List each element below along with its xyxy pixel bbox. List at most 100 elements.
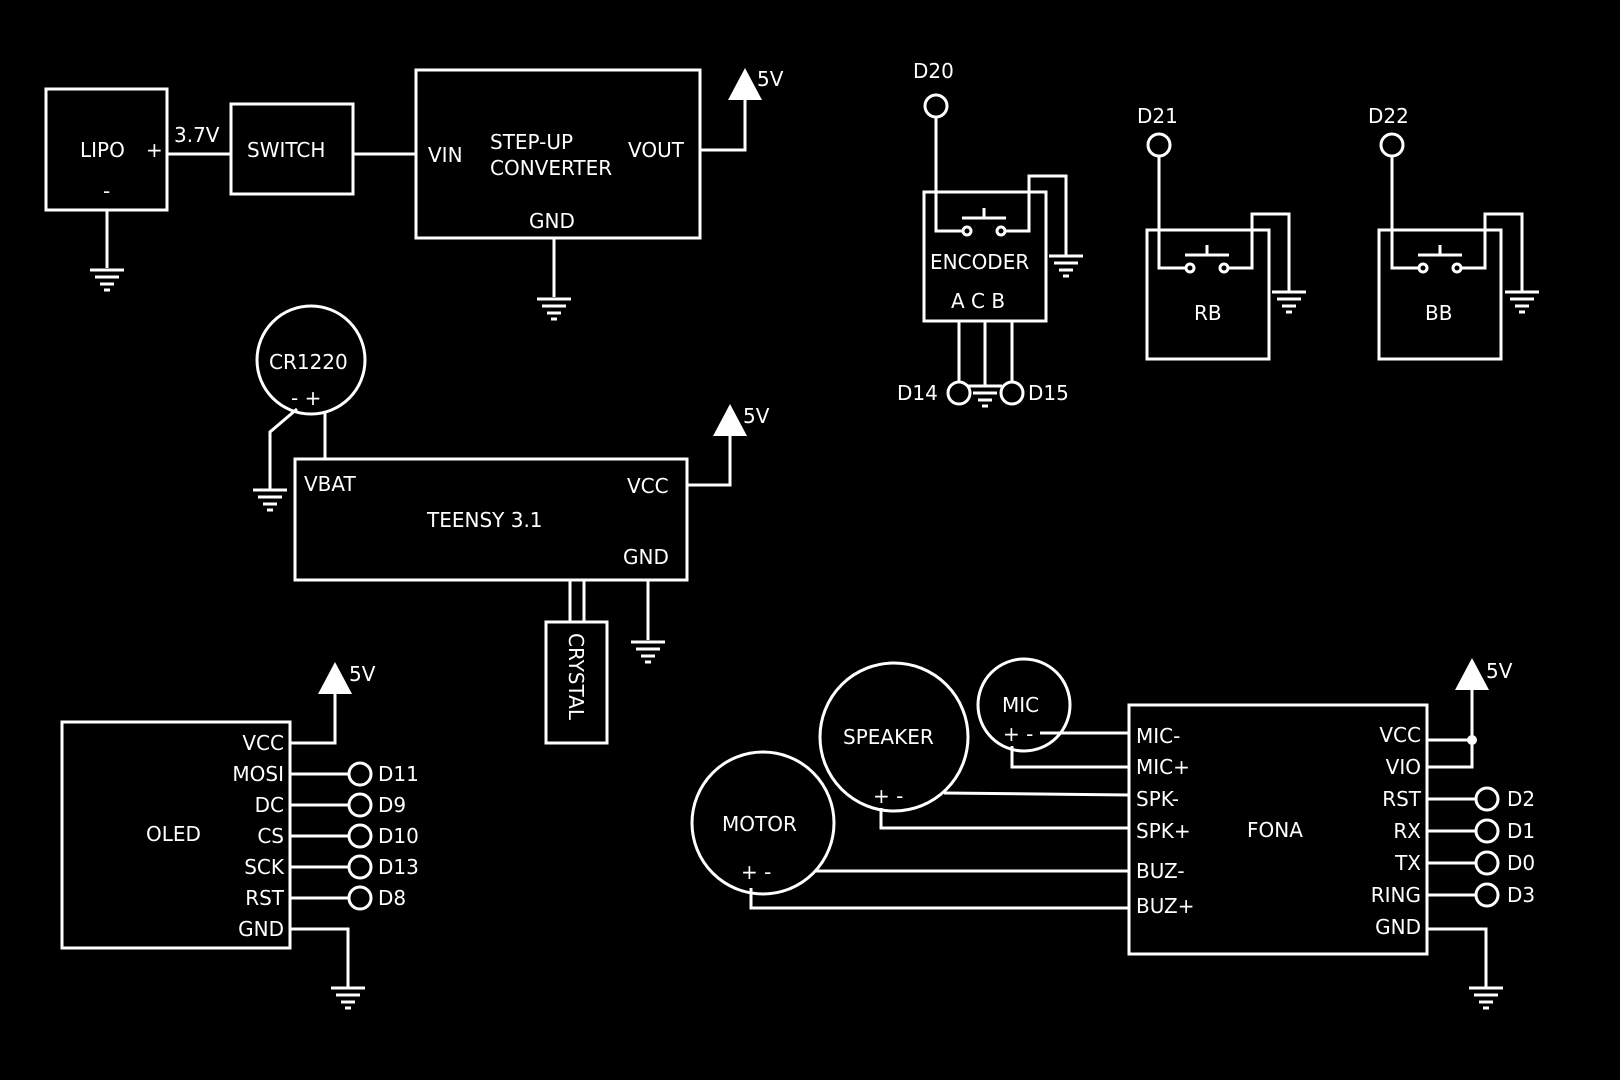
pin-terminal: [347, 885, 373, 911]
fona-pin-label: RST: [1382, 787, 1422, 811]
oled-pin-label: DC: [255, 793, 284, 817]
speaker-component: [818, 661, 970, 813]
audio-section: MIC + - SPEAKER + - MOTOR + -: [690, 657, 1130, 910]
teensy-block: [293, 457, 689, 582]
oled-pin-label: SCK: [244, 855, 285, 879]
lipo-minus: -: [103, 179, 110, 203]
crystal-label: CRYSTAL: [564, 633, 588, 721]
battery-label: CR1220: [269, 350, 348, 374]
pin-terminal: [1379, 132, 1405, 158]
fona-pin-label: SPK+: [1136, 819, 1191, 843]
ground-symbol: [1503, 290, 1541, 314]
oled-pin-label: CS: [257, 824, 284, 848]
fona-pin-label: MIC-: [1136, 724, 1180, 748]
oled-pin-label: RST: [245, 886, 285, 910]
fona-pin-net: D1: [1507, 819, 1535, 843]
fona-pin-label: BUZ-: [1136, 859, 1185, 883]
coin-cell-battery: [255, 304, 367, 416]
motor-polarity: + -: [741, 860, 771, 884]
voltage-label: 3.7V: [174, 123, 220, 147]
ground-symbol: [966, 384, 1004, 408]
bb-label: BB: [1425, 301, 1452, 325]
fona-pin-net: D3: [1507, 883, 1535, 907]
speaker-label: SPEAKER: [843, 725, 934, 749]
oled-pin-label: VCC: [242, 731, 284, 755]
switch-label: SWITCH: [247, 138, 325, 162]
fona-pin-net: D2: [1507, 787, 1535, 811]
mic-component: [976, 657, 1072, 753]
bb-pin: D22: [1368, 104, 1409, 128]
teensy-section: CR1220 - + VBAT TEENSY 3.1 VCC GND 5V CR…: [251, 304, 770, 745]
fona-pin-label: VIO: [1386, 755, 1421, 779]
converter-title-2: CONVERTER: [490, 156, 612, 180]
battery-polarity: - +: [291, 386, 321, 410]
converter-vin: VIN: [428, 143, 463, 167]
fona-pin-label: SPK-: [1136, 787, 1179, 811]
teensy-supply: 5V: [743, 404, 770, 428]
fona-pin-label: RX: [1393, 819, 1421, 843]
bb-block: [1377, 228, 1503, 361]
encoder-pin-top: D20: [913, 59, 954, 83]
teensy-label: TEENSY 3.1: [426, 508, 543, 532]
teensy-vcc: VCC: [627, 474, 669, 498]
oled-supply: 5V: [349, 662, 376, 686]
motor-component: [690, 750, 836, 896]
speaker-polarity: + -: [873, 784, 903, 808]
oled-pin-net: D8: [378, 886, 406, 910]
motor-label: MOTOR: [722, 812, 797, 836]
pin-terminal: [1474, 850, 1500, 876]
crystal-block: [544, 620, 609, 745]
pin-terminal: [347, 761, 373, 787]
step-up-converter-block: [414, 68, 702, 240]
converter-out-label: 5V: [757, 67, 784, 91]
ground-symbol: [251, 488, 289, 512]
rb-label: RB: [1194, 301, 1222, 325]
oled-pin-label: MOSI: [232, 762, 284, 786]
pin-terminal: [946, 380, 972, 406]
supply-arrow-icon: [318, 662, 352, 694]
rb-pin: D21: [1137, 104, 1178, 128]
teensy-vbat: VBAT: [304, 472, 357, 496]
converter-vout: VOUT: [628, 138, 685, 162]
fona-label: FONA: [1247, 818, 1303, 842]
encoder-section: D20 ENCODER A C B D14 D15: [897, 59, 1085, 408]
encoder-label: ENCODER: [930, 250, 1029, 274]
switch-block: [229, 102, 355, 196]
converter-title-1: STEP-UP: [490, 130, 573, 154]
ground-symbol: [535, 297, 573, 321]
bb-button-section: D22 BB: [1368, 104, 1541, 361]
fona-pin-label: BUZ+: [1136, 894, 1194, 918]
pin-terminal: [347, 792, 373, 818]
fona-pin-label: GND: [1375, 915, 1421, 939]
converter-gnd: GND: [529, 209, 575, 233]
mic-polarity: + -: [1003, 722, 1033, 746]
oled-pin-net: D13: [378, 855, 419, 879]
pin-terminal: [1146, 132, 1172, 158]
rb-block: [1145, 228, 1271, 361]
fona-supply: 5V: [1486, 659, 1513, 683]
teensy-gnd: GND: [623, 545, 669, 569]
rb-button-section: D21 RB: [1137, 104, 1308, 361]
encoder-pin-a: D14: [897, 381, 938, 405]
fona-pin-label: RING: [1371, 883, 1421, 907]
ground-symbol: [629, 640, 667, 664]
supply-arrow-icon: [1455, 658, 1489, 690]
pin-terminal: [347, 854, 373, 880]
oled-pin-net: D11: [378, 762, 419, 786]
ground-symbol: [88, 268, 126, 292]
lipo-label: LIPO: [80, 138, 125, 162]
pin-terminal: [999, 380, 1025, 406]
pin-terminal: [347, 823, 373, 849]
fona-pin-net: D0: [1507, 851, 1535, 875]
pin-terminal: [1474, 818, 1500, 844]
lipo-plus: +: [146, 138, 163, 162]
oled-pin-net: D9: [378, 793, 406, 817]
fona-pin-label: TX: [1394, 851, 1421, 875]
encoder-pins-label: A C B: [951, 289, 1005, 313]
fona-pin-label: VCC: [1379, 723, 1421, 747]
encoder-pin-b: D15: [1028, 381, 1069, 405]
supply-arrow-icon: [713, 404, 747, 436]
pin-terminal: [923, 93, 949, 119]
